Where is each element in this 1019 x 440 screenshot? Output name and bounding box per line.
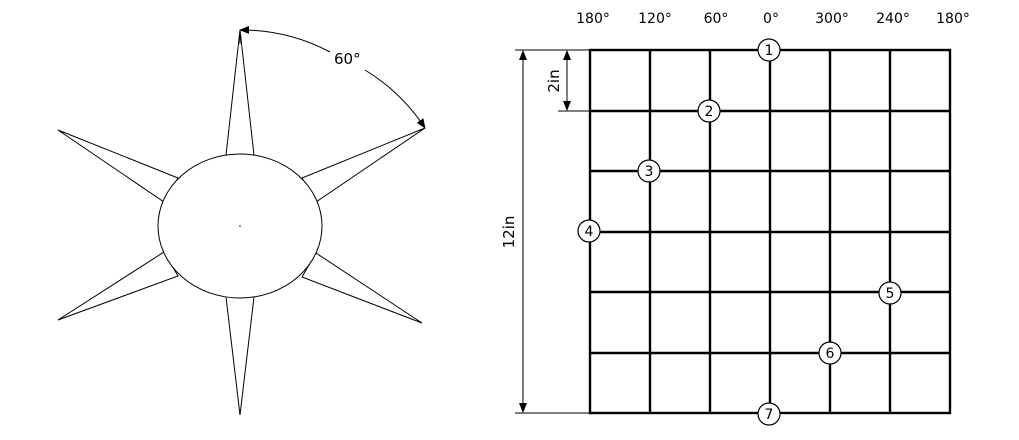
- point-marker: 5: [878, 281, 902, 305]
- point-marker-label: 7: [765, 407, 774, 423]
- point-marker: 7: [757, 402, 781, 426]
- point-marker: 6: [818, 341, 842, 365]
- angle-dimension-arc: [364, 69, 426, 129]
- longitude-label: 120°: [638, 11, 672, 27]
- point-marker-circle: [637, 159, 661, 183]
- star-point-upper-left: [57, 129, 179, 203]
- longitude-label: 0°: [763, 11, 779, 27]
- longitude-label: 60°: [704, 11, 729, 27]
- angle-dimension-label: 60°: [334, 50, 361, 68]
- point-marker-circle: [697, 99, 721, 123]
- point-marker: 4: [577, 219, 601, 243]
- point-marker-label: 4: [585, 224, 594, 240]
- point-marker-label: 1: [765, 43, 774, 59]
- point-marker: 2: [697, 99, 721, 123]
- point-marker-circle: [757, 38, 781, 62]
- point-marker: 1: [757, 38, 781, 62]
- star-point-lower-left: [57, 251, 179, 321]
- point-marker: 3: [637, 159, 661, 183]
- star-figure: 60°: [57, 25, 426, 416]
- star-point-lower-right: [301, 252, 423, 324]
- star-point-top: [225, 29, 255, 156]
- point-marker-circle: [757, 402, 781, 426]
- star-point-upper-right: [301, 127, 426, 203]
- longitude-label: 300°: [815, 11, 849, 27]
- cell-dimension: 2in: [545, 50, 590, 112]
- overall-dimension-label: 12in: [500, 216, 518, 249]
- grid-lines: [588, 48, 952, 415]
- angle-dimension-arc-start: [239, 25, 331, 53]
- grid-figure: 180° 120° 60° 0° 300° 240° 180°: [500, 11, 970, 426]
- longitude-label: 180°: [936, 11, 970, 27]
- longitude-label: 240°: [876, 11, 910, 27]
- star-center-point: [239, 225, 241, 227]
- longitude-labels: 180° 120° 60° 0° 300° 240° 180°: [576, 11, 970, 27]
- point-marker-label: 2: [705, 104, 714, 120]
- star-points: [57, 29, 426, 416]
- overall-dimension: 12in: [500, 49, 590, 414]
- point-markers: 1 2 3 4 5 6 7: [577, 38, 902, 426]
- point-marker-label: 5: [886, 286, 895, 302]
- star-point-bottom: [225, 296, 255, 416]
- longitude-label: 180°: [576, 11, 610, 27]
- cell-dimension-label: 2in: [545, 69, 563, 92]
- point-marker-circle: [878, 281, 902, 305]
- point-marker-circle: [577, 219, 601, 243]
- point-marker-label: 6: [826, 346, 835, 362]
- angle-dimension: 60°: [239, 25, 426, 129]
- point-marker-label: 3: [645, 164, 654, 180]
- point-marker-circle: [818, 341, 842, 365]
